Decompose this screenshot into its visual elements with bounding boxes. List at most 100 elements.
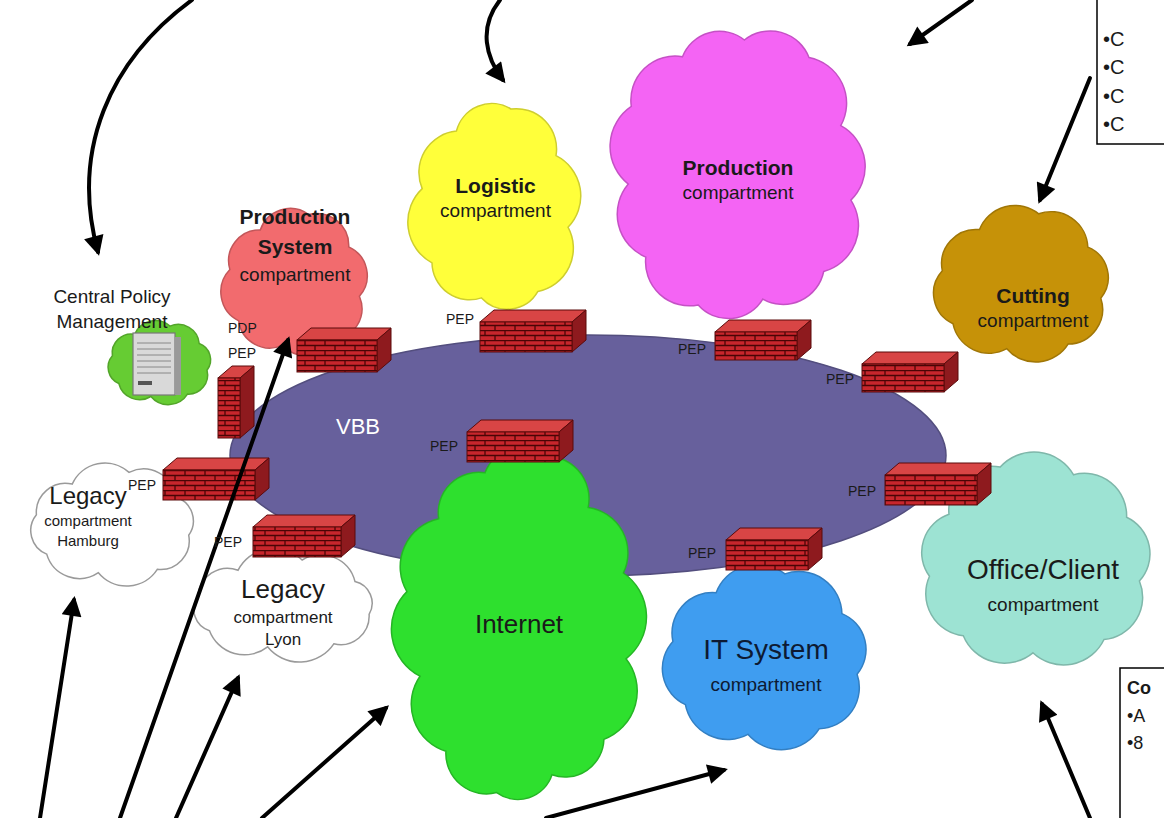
- firewall-front: [862, 364, 944, 392]
- firewall-top: [726, 528, 822, 540]
- firewall-top: [297, 328, 391, 340]
- firewall-icon: [715, 320, 811, 360]
- label-box: PEP: [848, 483, 876, 499]
- server-icon: [133, 333, 181, 395]
- firewall-icon: [163, 458, 269, 500]
- firewall-front: [163, 470, 255, 500]
- label-box: •8: [1127, 733, 1143, 754]
- firewall-icon: [218, 366, 254, 438]
- cloud-outline: [408, 104, 581, 310]
- firewall-icon: [467, 420, 573, 462]
- enforcement-point-label: PEP: [446, 311, 474, 327]
- server-slot: [137, 349, 171, 350]
- node-subtitle: compartment: [628, 181, 848, 206]
- firewall-front: [253, 527, 341, 557]
- cloud-outline: [108, 321, 210, 405]
- callout-box: [1120, 668, 1164, 818]
- label-box: •C: [1103, 113, 1124, 136]
- firewall-top: [218, 366, 254, 378]
- firewall-front: [726, 540, 808, 570]
- firewall-top: [253, 515, 355, 527]
- node-subtitle: compartment: [661, 673, 871, 698]
- firewall-front: [297, 340, 377, 372]
- text-holder: Productioncompartment: [628, 154, 848, 206]
- firewall-icon: [253, 515, 355, 557]
- node-title: VBB: [318, 413, 398, 442]
- enforcement-point-label: PEP: [228, 345, 256, 361]
- cloud-outline: [610, 31, 865, 319]
- label-box: PEP: [214, 534, 242, 550]
- firewall-front: [467, 432, 559, 462]
- callout-text: •C: [1103, 113, 1124, 136]
- firewall-top: [163, 458, 269, 470]
- label-box: PDP: [228, 320, 257, 336]
- enforcement-point-label: PEP: [848, 483, 876, 499]
- firewall-front: [480, 322, 572, 352]
- firewall-icon: [297, 328, 391, 372]
- leader-arrow: [176, 678, 238, 818]
- leader-arrow: [910, 0, 972, 44]
- label-box: •C: [1103, 56, 1124, 79]
- text-holder: Logisticcompartment: [413, 172, 578, 224]
- enforcement-point-label: PEP: [826, 371, 854, 387]
- leader-arrow: [1042, 704, 1090, 818]
- server-drive: [138, 381, 152, 385]
- callout-text: Co: [1127, 678, 1151, 699]
- leader-arrow: [40, 600, 74, 818]
- firewall-side: [808, 528, 822, 570]
- firewall-side: [255, 458, 269, 500]
- server-body: [133, 333, 175, 395]
- callout-box: [1097, 0, 1164, 144]
- text-holder: Internet: [444, 608, 594, 642]
- callout-text: •8: [1127, 733, 1143, 754]
- node-subtitle: compartment: [413, 199, 578, 224]
- firewall-front: [885, 475, 977, 505]
- text-holder: Cuttingcompartment: [948, 282, 1118, 334]
- firewall-icon: [885, 463, 991, 505]
- compartment-cloud: IT Systemcompartment: [648, 552, 883, 764]
- server-slot: [137, 361, 171, 362]
- label-box: •A: [1127, 706, 1145, 727]
- legacy-cloud: Legacycompartment Hamburg: [12, 450, 214, 600]
- firewall-front: [218, 378, 240, 438]
- label-box: •C: [1103, 85, 1124, 108]
- text-holder: Central Policy Management: [32, 285, 192, 334]
- leader-arrow: [120, 340, 288, 818]
- leader-arrow: [546, 770, 724, 818]
- firewall-top: [862, 352, 958, 364]
- server-slot: [137, 367, 171, 368]
- firewall-group: [163, 310, 991, 570]
- node-outline: [173, 537, 395, 674]
- firewall-top: [467, 420, 573, 432]
- node-title: Production System: [220, 202, 370, 263]
- cloud-outline: [934, 205, 1109, 362]
- node-title: Internet: [444, 608, 594, 642]
- node-title: Cutting: [948, 282, 1118, 309]
- leader-arrow: [262, 708, 386, 818]
- node-title: Logistic: [413, 172, 578, 199]
- node-subtitle: compartment Hamburg: [38, 511, 138, 550]
- callout-text: •C: [1103, 28, 1124, 51]
- server-slot: [137, 355, 171, 356]
- node-subtitle: compartment: [928, 593, 1158, 618]
- firewall-side: [377, 328, 391, 372]
- firewall-front: [715, 332, 797, 360]
- server-side: [175, 337, 181, 395]
- compartment-cloud: Productioncompartment: [598, 12, 878, 334]
- firewall-side: [944, 352, 958, 392]
- callout-text: •A: [1127, 706, 1145, 727]
- label-box: PEP: [446, 311, 474, 327]
- cloud-outline: [194, 548, 372, 662]
- cloud-outline: [31, 463, 194, 586]
- node-title: IT System: [661, 628, 871, 673]
- firewall-icon: [862, 352, 958, 392]
- compartment-cloud: Cuttingcompartment: [918, 192, 1126, 377]
- internet-cloud: Internet: [385, 436, 653, 816]
- firewall-side: [977, 463, 991, 505]
- label-box: PEP: [688, 545, 716, 561]
- cloud-outline: [391, 449, 646, 800]
- compartment-cloud: Office/Clientcompartment: [905, 442, 1164, 682]
